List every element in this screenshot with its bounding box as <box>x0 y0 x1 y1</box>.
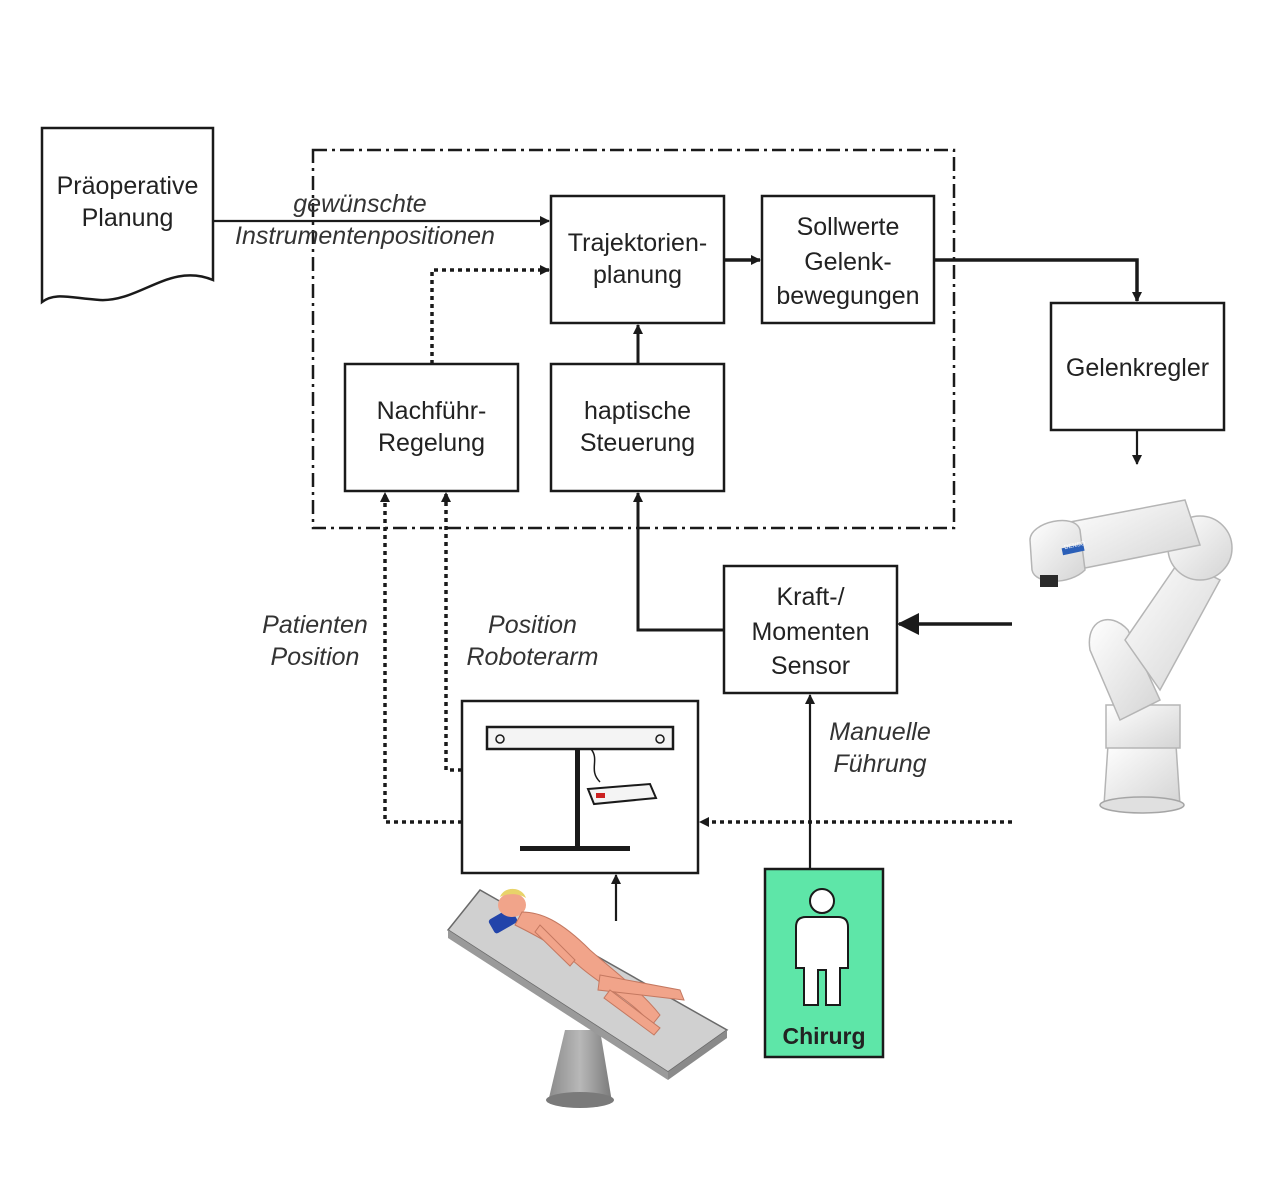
edge-tracking-patient-to-nachfuehr <box>380 492 462 824</box>
manuell-line1: Manuelle <box>829 718 931 746</box>
praeop-line1: Präoperative <box>56 172 199 200</box>
roboterarm-line1: Position <box>488 611 577 639</box>
edge-kraft-to-haptisch <box>633 492 724 632</box>
haptisch-line1: haptische <box>583 397 692 425</box>
kraft-line1: Kraft-/ <box>776 583 845 611</box>
tracking-camera-icon <box>485 725 675 851</box>
praeop-label: Präoperative Planung <box>44 170 211 234</box>
surgeon-icon <box>795 888 849 1006</box>
system-boundary <box>311 148 956 530</box>
kraft-line3: Sensor <box>770 652 851 680</box>
trajektorie-line2: planung <box>593 261 682 289</box>
edge-tracking-robot-to-nachfuehr <box>441 492 462 772</box>
roboterarm-label: Position Roboterarm <box>450 609 615 673</box>
kraft-line2: Momenten <box>751 617 870 646</box>
roboterarm-line2: Roboterarm <box>466 643 599 671</box>
haptisch-line2: Steuerung <box>579 429 696 457</box>
gelenkregler-box <box>1049 301 1226 432</box>
kraft-sensor-box <box>722 564 899 695</box>
patienten-line2: Position <box>270 643 360 671</box>
haptisch-label: haptische Steuerung <box>551 395 724 459</box>
nachfuehr-line1: Nachführ- <box>376 397 487 425</box>
manuell-line2: Führung <box>833 750 927 778</box>
edge-sollwerte-to-gelenkregler <box>934 258 1142 302</box>
gelenkregler-label: Gelenkregler <box>1065 354 1210 382</box>
instrumente-label: gewünschte Instrumentenpositionen <box>220 188 510 252</box>
edge-nachfuehr-to-trajektorie <box>430 265 550 364</box>
trajektorienplanung-box <box>549 194 726 325</box>
praeop-planung-document <box>40 126 215 305</box>
kraft-label: Kraft-/ Momenten Sensor <box>724 580 897 684</box>
sollwerte-line2: Gelenk- <box>804 247 892 276</box>
patient-on-table-icon <box>446 888 729 1108</box>
instrumente-line1: gewünschte <box>293 190 427 218</box>
manuell-label: Manuelle Führung <box>810 716 950 780</box>
sollwerte-line3: bewegungen <box>776 282 920 310</box>
nachfuehr-label: Nachführ- Regelung <box>345 395 518 459</box>
trajektorie-label: Trajektorien- planung <box>551 227 724 291</box>
chirurg-label: Chirurg <box>782 1023 866 1049</box>
praeop-line2: Planung <box>81 204 174 232</box>
trajektorie-line1: Trajektorien- <box>567 229 708 257</box>
nachfuehr-line2: Regelung <box>377 429 486 457</box>
instrumente-line2: Instrumentenpositionen <box>235 222 495 250</box>
sollwerte-line1: Sollwerte <box>796 213 900 241</box>
robot-arm-icon <box>1029 499 1233 814</box>
patienten-line1: Patienten <box>262 611 368 639</box>
sollwerte-label: Sollwerte Gelenk- bewegungen <box>762 210 934 314</box>
patienten-label: Patienten Position <box>240 609 390 673</box>
